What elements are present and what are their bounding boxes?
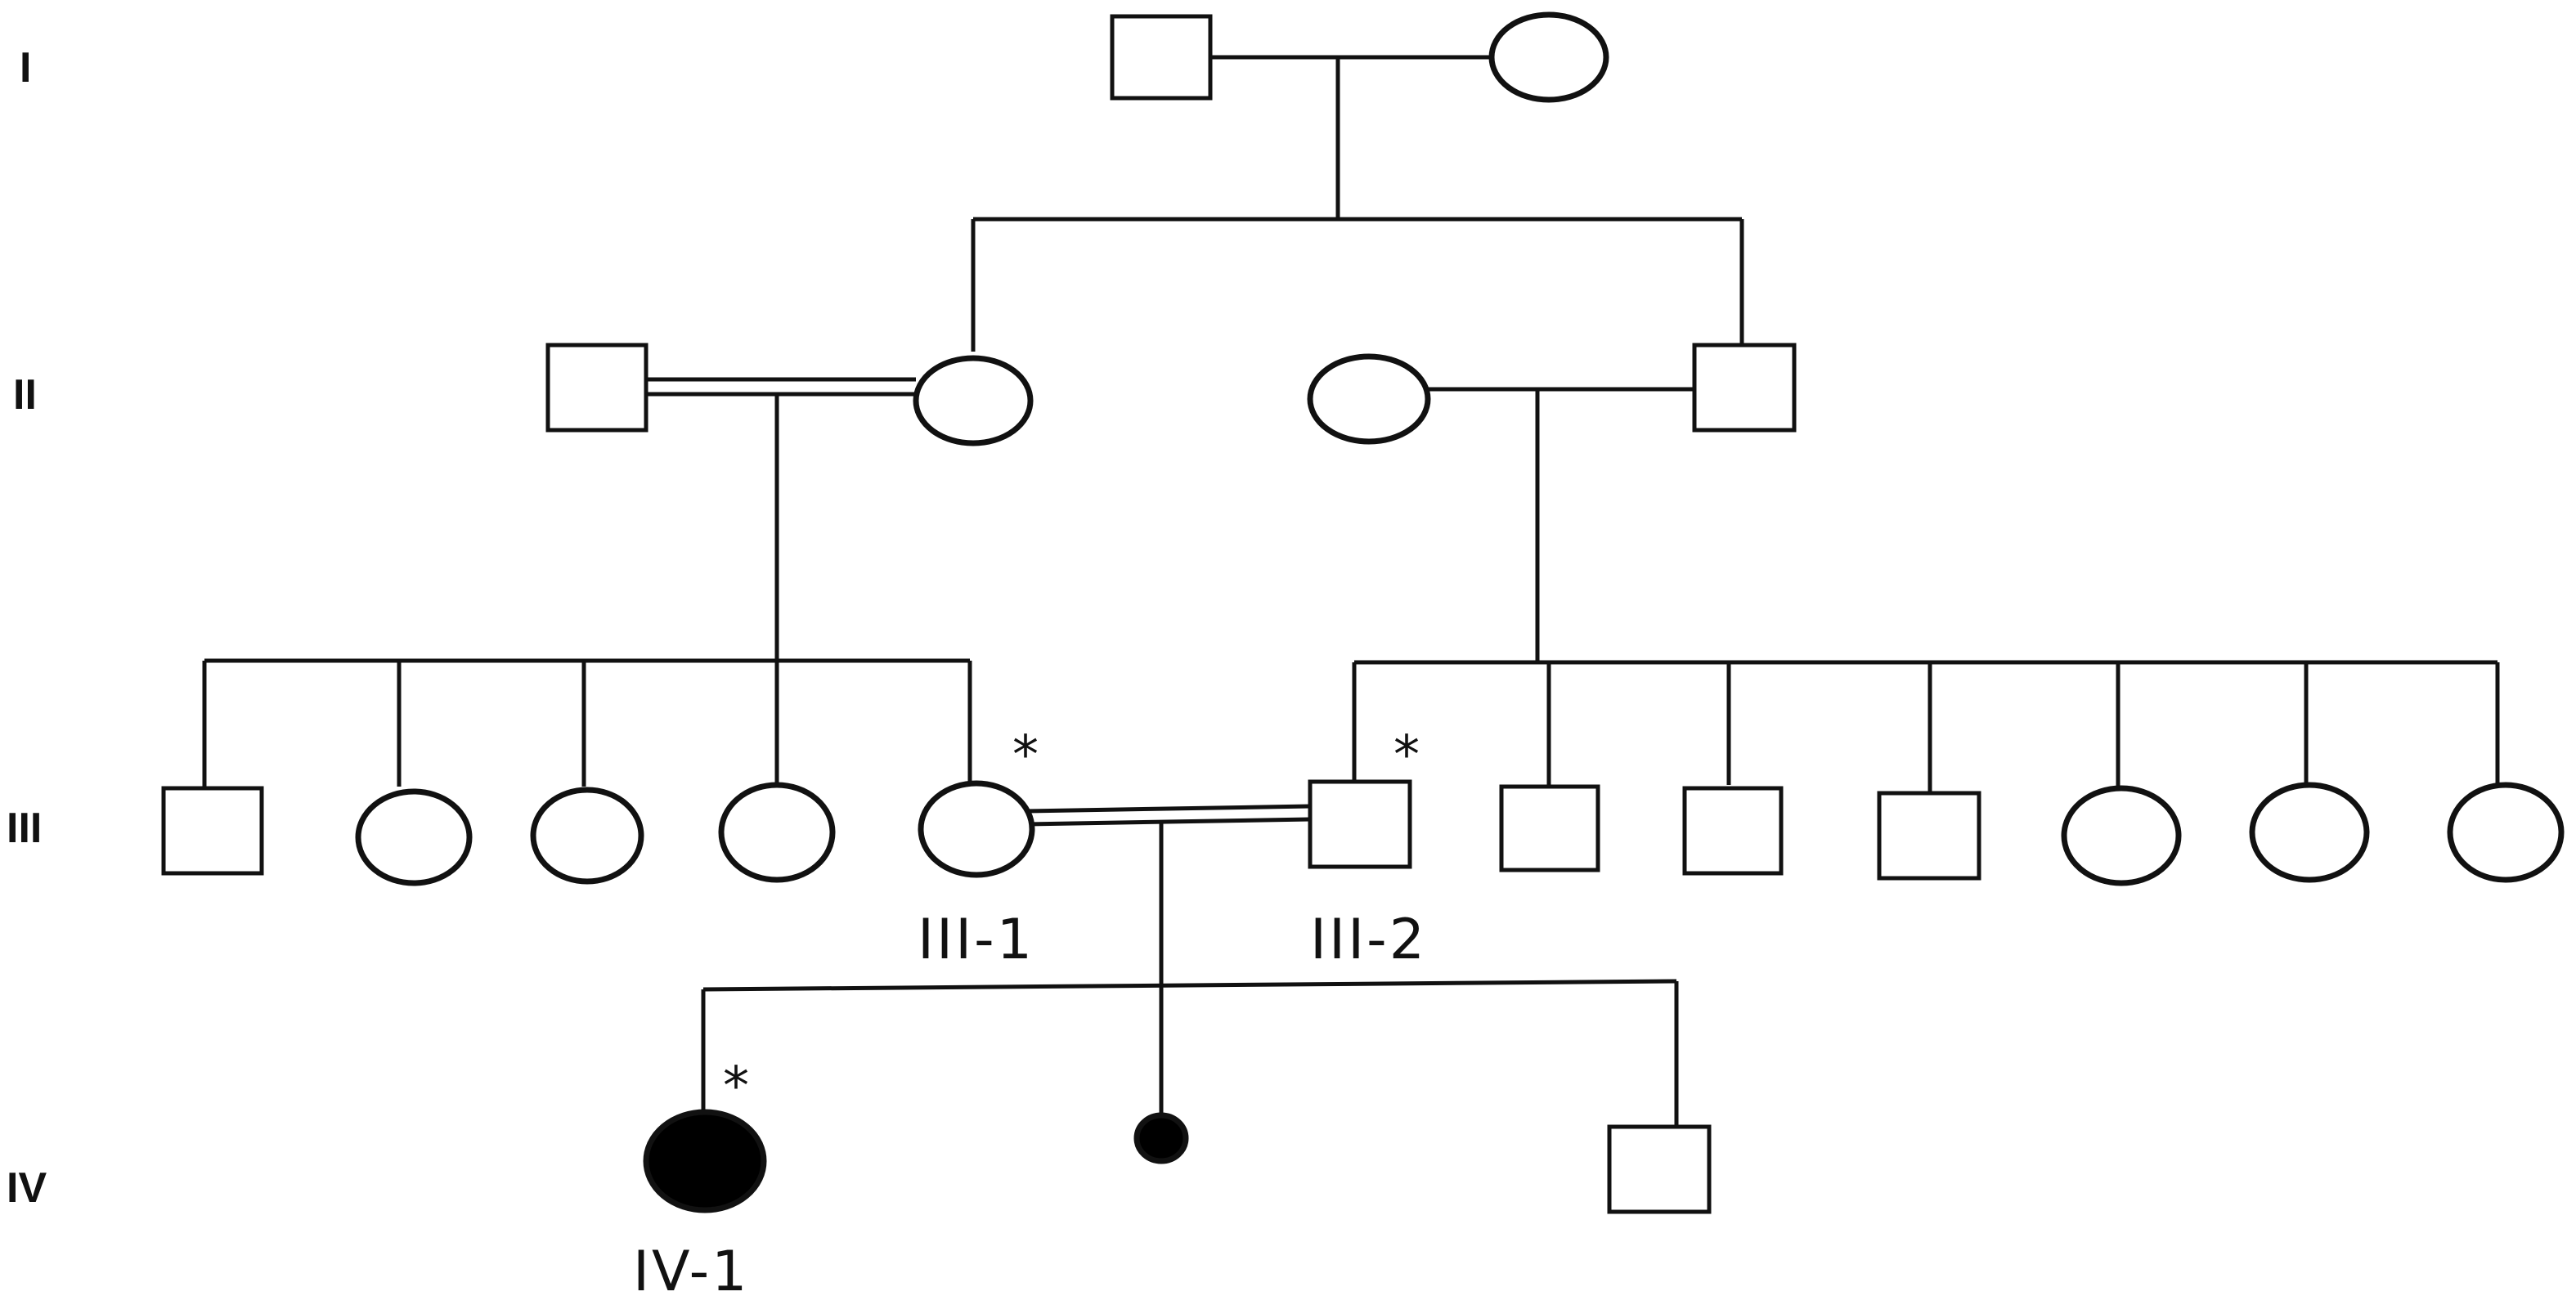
individual-label-iii-2: III-2 bbox=[1310, 908, 1427, 972]
generation-label-i: I bbox=[20, 44, 31, 92]
male-symbol-iii-2 bbox=[1308, 779, 1412, 869]
female-symbol-iii bbox=[2249, 782, 2370, 883]
consanguineous-line-iii-a bbox=[1025, 804, 1311, 814]
individual-label-iv-1: IV-1 bbox=[633, 1240, 749, 1304]
female-symbol-iii bbox=[2447, 782, 2565, 883]
male-symbol-iii bbox=[1499, 784, 1600, 872]
female-symbol-iii bbox=[2061, 785, 2182, 886]
individual-label-iii-1: III-1 bbox=[918, 908, 1034, 972]
male-symbol-ii-4 bbox=[1692, 343, 1797, 433]
generation-label-iv: IV bbox=[7, 1164, 47, 1212]
female-symbol-ii-3 bbox=[1307, 353, 1431, 445]
female-symbol-iii-1 bbox=[918, 780, 1035, 878]
sibship-line-iv bbox=[702, 979, 1677, 992]
generation-label-iii: III bbox=[7, 805, 42, 852]
female-symbol-iii bbox=[530, 787, 644, 885]
female-symbol-ii-2 bbox=[913, 355, 1034, 446]
marker-asterisk-iv-1: * bbox=[723, 1056, 749, 1117]
male-symbol-iv-3 bbox=[1607, 1124, 1712, 1214]
marker-asterisk-iii-2: * bbox=[1393, 725, 1420, 786]
male-symbol-ii-1 bbox=[545, 343, 648, 433]
marker-asterisk-iii-1: * bbox=[1012, 725, 1039, 786]
male-symbol-iii bbox=[1877, 791, 1981, 881]
male-symbol-i-1 bbox=[1110, 14, 1213, 101]
female-symbol-i-2 bbox=[1488, 11, 1609, 103]
affected-female-symbol-iv-1 bbox=[643, 1109, 767, 1213]
male-symbol-iii bbox=[161, 786, 264, 876]
consanguineous-line-iii-b bbox=[1025, 817, 1311, 827]
miscarriage-symbol-iv-2 bbox=[1133, 1112, 1189, 1164]
female-symbol-iii bbox=[718, 782, 836, 883]
generation-label-ii: II bbox=[13, 371, 37, 419]
female-symbol-iii bbox=[355, 788, 473, 886]
male-symbol-iii bbox=[1682, 786, 1784, 876]
